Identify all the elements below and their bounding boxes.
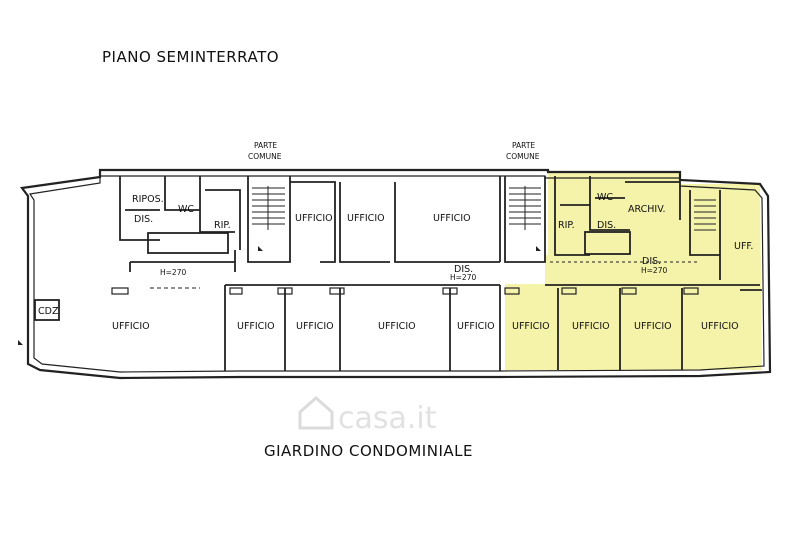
interior-walls — [34, 176, 762, 371]
label-dis-4: DIS. — [642, 256, 661, 267]
outer-walls — [20, 168, 772, 380]
label-dis-3: DIS. — [597, 220, 616, 231]
label-ufficio-b3: UFFICIO — [378, 321, 416, 332]
label-rip-1: RIP. — [214, 220, 231, 231]
stair-left — [252, 186, 285, 230]
label-h270-1: H=270 — [160, 268, 186, 277]
label-wc-2: WC — [597, 192, 613, 203]
label-ufficio-b4: UFFICIO — [457, 321, 495, 332]
label-comune-2: COMUNE — [506, 152, 540, 161]
label-ufficio-y3: UFFICIO — [634, 321, 672, 332]
label-dis-1: DIS. — [134, 214, 153, 225]
label-parte-1: PARTE — [254, 141, 277, 150]
label-parte-2: PARTE — [512, 141, 535, 150]
label-rip-2: RIP. — [558, 220, 575, 231]
label-uff: UFF. — [734, 241, 753, 252]
label-ufficio-top-1: UFFICIO — [295, 213, 333, 224]
label-ufficio-y2: UFFICIO — [572, 321, 610, 332]
house-logo-icon — [298, 396, 334, 430]
label-wc-1: WC — [178, 204, 194, 215]
watermark: casa.it — [298, 396, 437, 436]
room-labels: PARTE COMUNE PARTE COMUNE RIPOS. WC DIS.… — [38, 141, 753, 332]
label-h270-3: H=270 — [641, 266, 667, 275]
label-ufficio-y4: UFFICIO — [701, 321, 739, 332]
label-ufficio-top-2: UFFICIO — [347, 213, 385, 224]
pillars — [18, 246, 699, 345]
label-ufficio-y1: UFFICIO — [512, 321, 550, 332]
label-archiv: ARCHIV. — [628, 204, 666, 215]
label-ufficio-top-3: UFFICIO — [433, 213, 471, 224]
stair-right — [509, 186, 541, 230]
plan-title: PIANO SEMINTERRATO — [102, 48, 280, 66]
label-ufficio-b2: UFFICIO — [296, 321, 334, 332]
label-cdz: CDZ — [38, 306, 59, 317]
label-ripos: RIPOS. — [132, 194, 164, 205]
garden-label: GIARDINO CONDOMINIALE — [264, 442, 473, 460]
label-comune-1: COMUNE — [248, 152, 282, 161]
label-ufficio-b1: UFFICIO — [237, 321, 275, 332]
watermark-text: casa.it — [338, 401, 437, 436]
label-ufficio-big: UFFICIO — [112, 321, 150, 332]
highlighted-unit-area — [505, 172, 762, 370]
label-h270-2: H=270 — [450, 273, 476, 282]
label-dis-2: DIS. — [454, 264, 473, 275]
stair-far-right — [694, 199, 716, 231]
